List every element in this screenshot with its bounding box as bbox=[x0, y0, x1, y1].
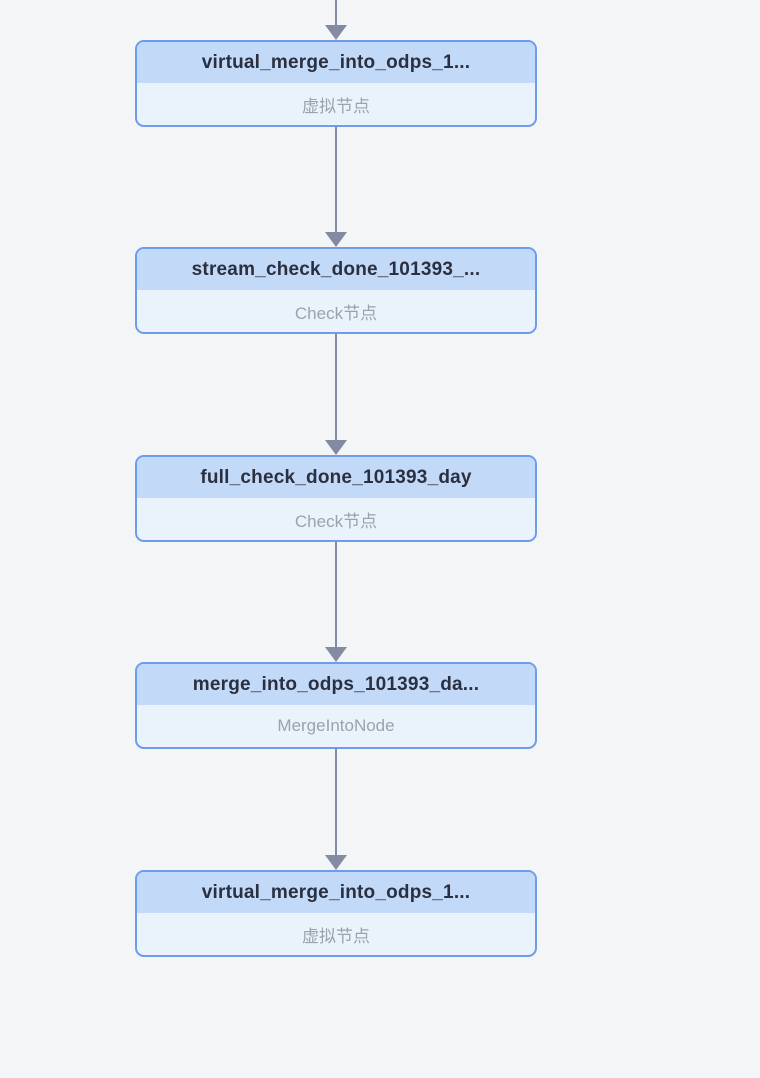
dag-node-full-check-done[interactable]: full_check_done_101393_day Check节点 bbox=[135, 455, 537, 542]
dag-node-stream-check-done[interactable]: stream_check_done_101393_... Check节点 bbox=[135, 247, 537, 334]
edge-line bbox=[335, 749, 337, 855]
dag-node-merge-into-odps[interactable]: merge_into_odps_101393_da... MergeIntoNo… bbox=[135, 662, 537, 749]
edge-arrowhead-icon bbox=[325, 25, 347, 40]
edge-arrowhead-icon bbox=[325, 440, 347, 455]
node-title: merge_into_odps_101393_da... bbox=[137, 664, 535, 705]
node-title: stream_check_done_101393_... bbox=[137, 249, 535, 290]
edge-arrowhead-icon bbox=[325, 647, 347, 662]
node-type-label: MergeIntoNode bbox=[277, 716, 395, 735]
edge-arrowhead-icon bbox=[325, 855, 347, 870]
node-type-label: Check节点 bbox=[294, 303, 378, 323]
dag-node-virtual-merge-bottom[interactable]: virtual_merge_into_odps_1... 虚拟节点 bbox=[135, 870, 537, 957]
node-title: virtual_merge_into_odps_1... bbox=[137, 42, 535, 83]
edge-line bbox=[335, 334, 337, 440]
edge-line bbox=[335, 542, 337, 647]
dag-node-virtual-merge-top[interactable]: virtual_merge_into_odps_1... 虚拟节点 bbox=[135, 40, 537, 127]
node-type-label: Check节点 bbox=[294, 511, 378, 531]
edge-line bbox=[335, 127, 337, 232]
node-title: virtual_merge_into_odps_1... bbox=[137, 872, 535, 913]
edge-line bbox=[335, 0, 337, 25]
node-title: full_check_done_101393_day bbox=[137, 457, 535, 498]
node-type-label: 虚拟节点 bbox=[302, 926, 370, 946]
node-type-label: 虚拟节点 bbox=[302, 96, 370, 116]
edge-arrowhead-icon bbox=[325, 232, 347, 247]
